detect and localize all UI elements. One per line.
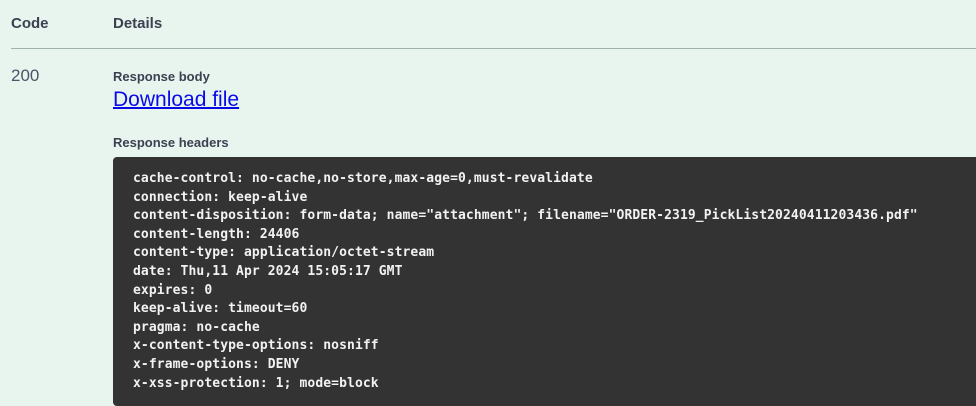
- response-header-line: content-disposition: form-data; name="at…: [133, 208, 918, 224]
- response-details-cell: Response body Download file Response hea…: [106, 65, 976, 406]
- download-file-link[interactable]: Download file: [113, 88, 240, 111]
- response-body-label: Response body: [113, 69, 210, 84]
- response-headers-block: cache-control: no-cache,no-store,max-age…: [113, 157, 976, 406]
- response-header-line: content-type: application/octet-stream: [133, 245, 435, 261]
- response-header-line: cache-control: no-cache,no-store,max-age…: [133, 171, 593, 186]
- table-header-row: Code Details: [0, 0, 976, 34]
- response-headers-text: cache-control: no-cache,no-store,max-age…: [133, 170, 976, 393]
- response-header-line: x-xss-protection: 1; mode=block: [133, 375, 379, 391]
- header-divider: [11, 48, 976, 49]
- response-status-code: 200: [11, 66, 40, 85]
- table-row: 200 Response body Download file Response…: [0, 49, 976, 406]
- response-header-line: keep-alive: timeout=60: [133, 301, 308, 317]
- response-headers-label: Response headers: [113, 135, 229, 150]
- column-header-code: Code: [11, 15, 49, 32]
- response-header-line: date: Thu,11 Apr 2024 15:05:17 GMT: [133, 263, 403, 279]
- response-header-line: content-length: 24406: [133, 226, 300, 242]
- response-header-line: x-frame-options: DENY: [133, 356, 300, 372]
- response-header-line: expires: 0: [133, 282, 213, 298]
- response-header-line: pragma: no-cache: [133, 319, 260, 335]
- response-header-line: connection: keep-alive: [133, 189, 308, 205]
- column-header-details: Details: [113, 15, 163, 32]
- response-header-line: x-content-type-options: nosniff: [133, 338, 379, 354]
